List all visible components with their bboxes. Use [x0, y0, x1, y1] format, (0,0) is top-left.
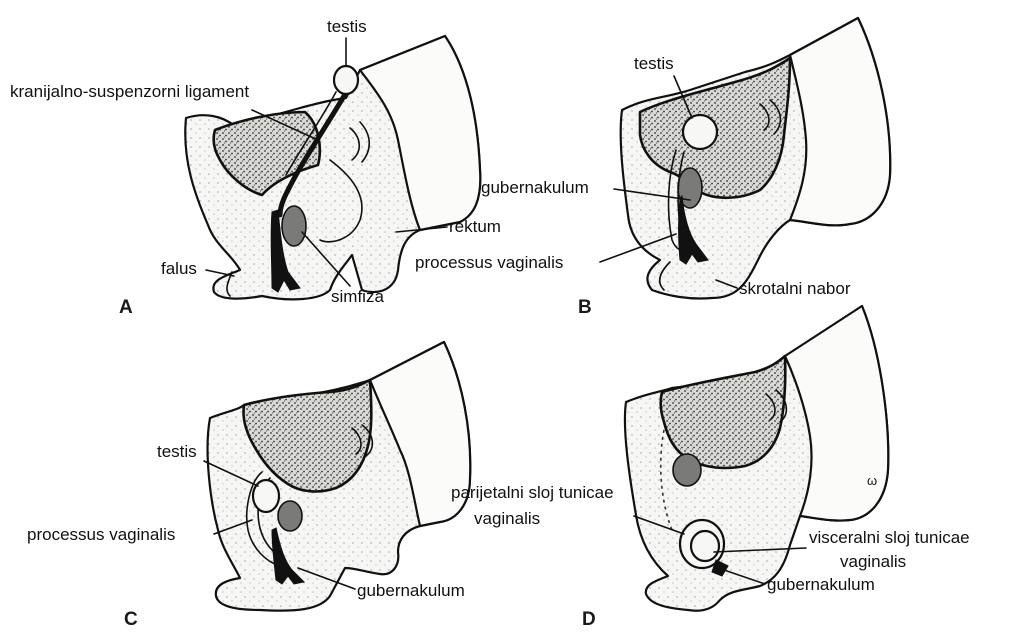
- panel-c: [208, 342, 471, 611]
- panel-b-letter: B: [578, 297, 592, 318]
- panel-d-label-parietal-2: vaginalis: [474, 509, 540, 528]
- panel-c-label-gubernaculum: gubernakulum: [357, 581, 465, 600]
- panel-a-label-phallus: falus: [161, 259, 197, 278]
- panel-b-label-gubernaculum: gubernakulum: [481, 178, 589, 197]
- panel-d-remnant-gonad: [673, 454, 701, 486]
- panel-c-gonad: [278, 501, 302, 531]
- panel-d-visceral-layer: [691, 531, 719, 561]
- panel-a-testis: [334, 66, 358, 94]
- panel-a-label-rectum: rektum: [449, 217, 501, 236]
- panel-b-label-scrotal-fold: skrotalni nabor: [739, 279, 851, 298]
- panel-c-letter: C: [124, 609, 138, 630]
- panel-b-testis: [683, 115, 717, 149]
- panel-b-label-processus: processus vaginalis: [415, 253, 563, 272]
- panel-a-letter: A: [119, 297, 133, 318]
- panel-a-label-ligament: kranijalno-suspenzorni ligament: [10, 82, 249, 101]
- panel-d-letter: D: [582, 609, 596, 630]
- panel-b-rectum-wall: [790, 18, 890, 225]
- panel-d-cavity: [661, 356, 786, 468]
- panel-d-label-parietal-1: parijetalni sloj tunicae: [451, 483, 614, 502]
- panel-c-label-processus: processus vaginalis: [27, 525, 175, 544]
- panel-a-label-symphysis: simfiza: [331, 287, 384, 306]
- panel-d-mark: ω: [867, 473, 877, 488]
- panel-c-label-testis: testis: [157, 442, 197, 461]
- panel-a-gonad: [282, 206, 306, 246]
- panel-d-label-gubernaculum: gubernakulum: [767, 575, 875, 594]
- panel-a-label-testis: testis: [327, 17, 367, 36]
- panel-d-label-visceral-2: vaginalis: [840, 552, 906, 571]
- panel-b-label-testis: testis: [634, 54, 674, 73]
- panel-d-label-visceral-1: visceralni sloj tunicae: [809, 528, 970, 547]
